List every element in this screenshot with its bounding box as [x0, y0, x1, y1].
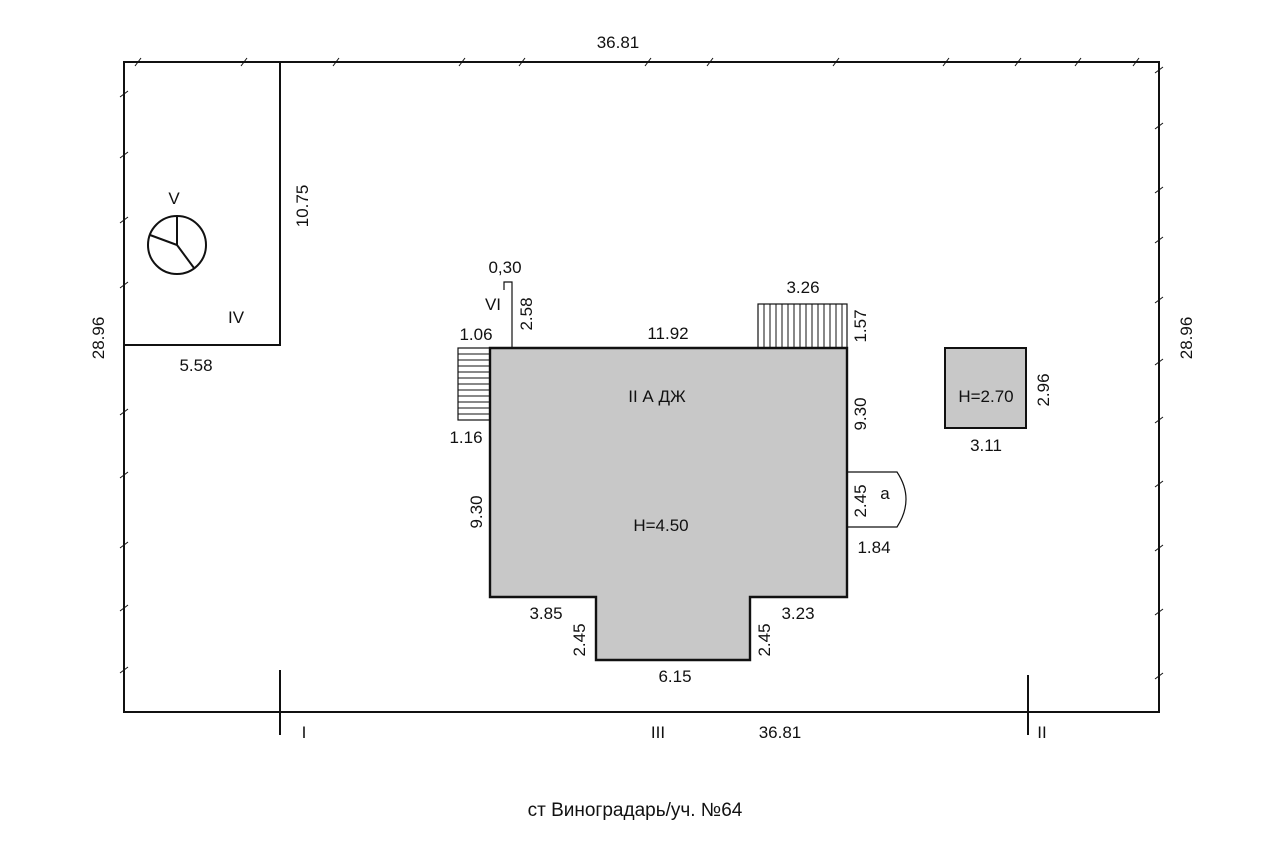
fence-vi-label: VI — [485, 295, 501, 314]
marker-iii-label: III — [651, 723, 665, 742]
house-top-width: 11.92 — [647, 324, 688, 343]
zone-iv-label: IV — [228, 308, 245, 327]
porch-height: 2.45 — [851, 484, 870, 517]
zone-iv-height: 10.75 — [293, 185, 312, 228]
marker-i-label: I — [302, 723, 307, 742]
porch-label: а — [880, 484, 890, 503]
plot-right-length: 28.96 — [1177, 317, 1196, 360]
house-footprint — [488, 346, 849, 662]
zone-iv-outline — [124, 62, 281, 346]
fence-vi-outline — [503, 281, 513, 348]
house-bottom-right: 3.23 — [781, 604, 814, 623]
stair-left-width: 1.06 — [459, 325, 492, 344]
plot-boundary — [123, 61, 1160, 713]
zone-iv-width: 5.58 — [179, 356, 212, 375]
fence-vi-height: 2.58 — [517, 297, 536, 330]
marker-ii-label: II — [1037, 723, 1046, 742]
fence-vi-width: 0,30 — [488, 258, 521, 277]
notch-right-depth: 2.45 — [755, 623, 774, 656]
notch-left-depth: 2.45 — [570, 623, 589, 656]
stair-left-height: 1.16 — [449, 428, 482, 447]
well-label: V — [168, 189, 180, 208]
porch-outline — [847, 471, 907, 528]
plot-bottom-length: 36.81 — [759, 723, 802, 742]
shed-height-label: Н=2.70 — [958, 387, 1013, 406]
house-left-side: 9.30 — [467, 495, 486, 528]
porch-width: 1.84 — [857, 538, 890, 557]
plot-top-length: 36.81 — [597, 33, 640, 52]
notch-bottom: 6.15 — [658, 667, 691, 686]
shed-side: 2.96 — [1034, 373, 1053, 406]
plan-caption: ст Виноградарь/уч. №64 — [528, 800, 743, 821]
stair-top-width: 3.26 — [786, 278, 819, 297]
shed-bottom: 3.11 — [970, 436, 1002, 455]
stair-top-height: 1.57 — [851, 309, 870, 342]
left-stair — [457, 347, 491, 421]
well-icon — [147, 215, 207, 275]
plot-left-length: 28.96 — [89, 317, 108, 360]
house-label: II А ДЖ — [628, 387, 686, 406]
shed-footprint — [944, 347, 1027, 429]
top-stair — [757, 303, 848, 349]
house-height-label: Н=4.50 — [633, 516, 688, 535]
house-bottom-left: 3.85 — [529, 604, 562, 623]
house-right-upper: 9.30 — [851, 397, 870, 430]
